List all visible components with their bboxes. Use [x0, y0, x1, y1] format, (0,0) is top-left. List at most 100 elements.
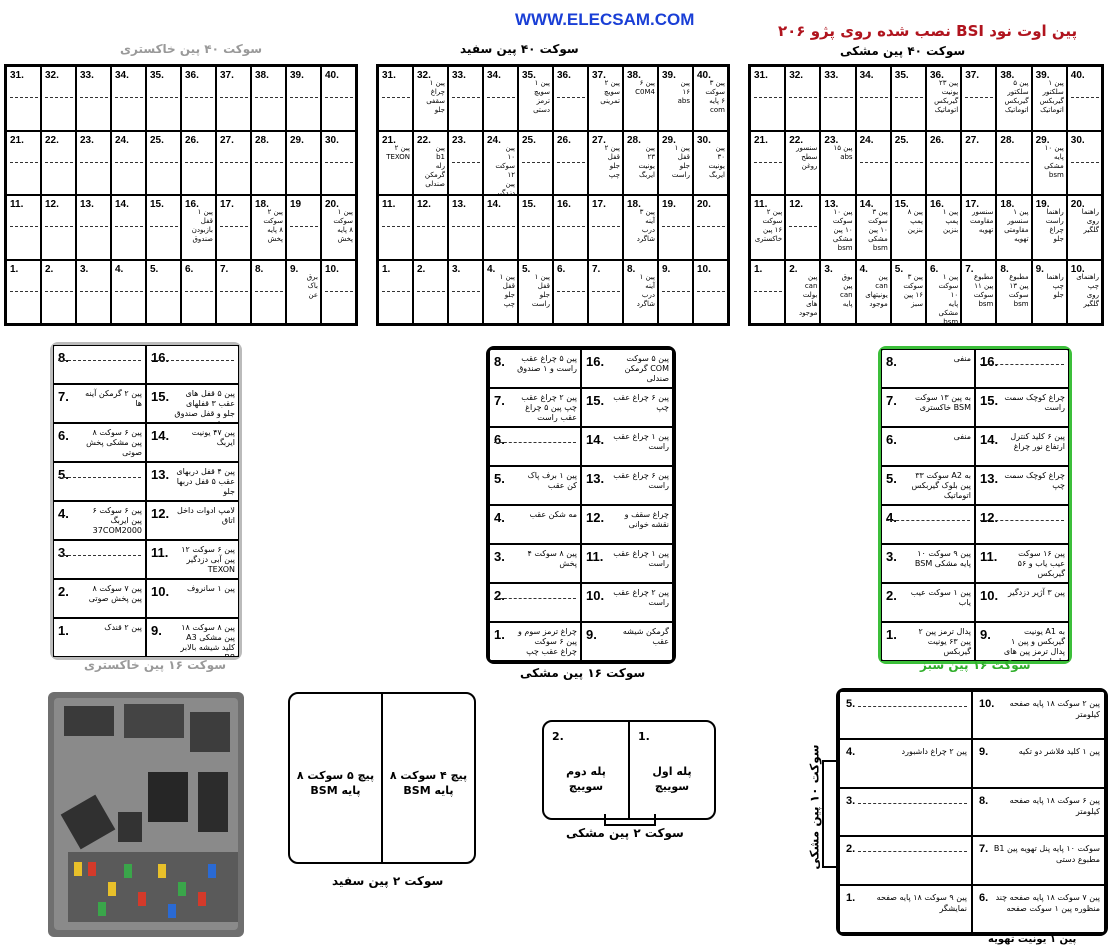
pin-cell: 34. [483, 66, 518, 131]
pin-number: 5. [58, 467, 69, 482]
pin-number: 3. [58, 545, 69, 560]
pin-number: 2. [846, 843, 856, 856]
pin-cell: 21.پین ۲ TEXON [378, 130, 413, 195]
pin-cell: 12. [41, 195, 76, 260]
pin-cell: 31. [6, 66, 41, 131]
pin-cell: 14. [111, 195, 146, 260]
pin-cell: 15. [518, 195, 553, 260]
pin-number: 9. [290, 263, 299, 275]
pin-cell: 14. پین ۱ چراغ عقب راست [581, 427, 673, 466]
pin-blank [220, 226, 248, 227]
pin-desc: پله دوم سوییچ [566, 765, 606, 794]
pin-number: 19 [290, 199, 302, 210]
pin-blank [557, 290, 585, 292]
pin-number: 1. [638, 730, 650, 743]
pin-number: 32. [45, 70, 59, 81]
pin-cell: 33. [76, 66, 111, 131]
pin-cell: 8.پین ۵ چراغ عقب راست و ۱ صندوق [489, 349, 581, 388]
pin-number: 36. [557, 70, 571, 81]
pin-desc: پین ۱ چراغ سقفی جلو [426, 79, 445, 114]
pin-cell: 8. [53, 345, 146, 384]
pin-cell: 33. [820, 66, 856, 131]
pin-cell: 8.مطبوع پین ۱۳ سوکت bsm [996, 259, 1032, 324]
pin-cell: 5.پین ۳ سوکت ۱۶ پین سبز [890, 259, 926, 324]
pin-number: 9. [151, 623, 162, 638]
pin-blank [1000, 161, 1029, 163]
pin-number: 12. [980, 510, 999, 525]
pin-number: 30. [1070, 134, 1085, 146]
pin-number: 26. [557, 134, 571, 146]
pin-number: 28. [255, 134, 269, 146]
pin-cell: 12. [413, 195, 448, 260]
pin-cell: 5.به A2 سوکت ۳۳ پین بلوک گیربکس اتوماتیک [881, 466, 975, 505]
pin-number: 4. [58, 506, 69, 521]
pin-number: 31. [10, 70, 24, 81]
pin-cell: 2.پین ۷ سوکت ۸ پین پخش صوتی [53, 579, 146, 618]
pin-desc: مه شکن عقب [529, 510, 577, 519]
pin-cell: 11.پین ۱ چراغ عقب راست [581, 544, 673, 583]
gray40-label: سوکت ۴۰ پین خاکستری [120, 42, 263, 56]
pin-number: 7. [494, 393, 505, 408]
pin-cell: 16. [553, 195, 588, 260]
pin-number: 5. [494, 471, 505, 486]
pin-blank [45, 290, 73, 292]
pin-number: 5. [150, 263, 159, 275]
pin-blank [255, 290, 283, 292]
pin-number: 28. [627, 134, 641, 146]
pin-desc: پین ۳ سوکت ۶ پایه com [705, 79, 725, 114]
pin-number: 7. [58, 389, 69, 404]
pin-blank [592, 290, 620, 292]
pin-cell: 7.به پین ۱۳ سوکت BSM خاکستری [881, 388, 975, 427]
pin-number: 17. [965, 199, 980, 210]
pin-cell: 25. [518, 130, 553, 195]
pin-desc: پین ۱۵ abs [833, 143, 853, 161]
pin-number: 36. [930, 70, 944, 81]
pin-blank [290, 226, 318, 227]
pin-cell: 6.پین ۶ سوکت ۸ پین مشکی پخش صوتی [53, 423, 146, 462]
pin-desc: منفی [953, 354, 971, 363]
pin-desc: پین ۷ سوکت ۸ پین پخش صوتی [88, 584, 142, 603]
pin-blank [1070, 161, 1099, 163]
pin-cell: 23. [76, 130, 111, 195]
pin-blank [115, 290, 143, 292]
pin-number: 8. [58, 350, 69, 365]
pin-cell: 15.پین ۶ چراغ عقب چپ [581, 388, 673, 427]
pin-number: 9. [662, 263, 671, 275]
pin-cell: 9.به A1 یونیت گیربکس و پین ۱ پدال ترمز پ… [975, 622, 1069, 661]
pin-number: 4. [859, 263, 868, 275]
pin-number: 5. [846, 698, 856, 710]
pin-number: 31. [382, 70, 396, 81]
pin-number: 40. [697, 70, 711, 81]
pin-cell: 1. [6, 259, 41, 324]
pin-desc: پین ۶ سوکت ۶ پین ایربگ 37COM2000 [92, 506, 142, 535]
pin-number: 17. [592, 199, 606, 210]
pin-desc: پین ۱۶ سوکت عیب یاب و ۵۶ گیربکس [1017, 549, 1065, 578]
pin-number: 22. [45, 134, 59, 146]
pin-desc: پین ۱ کلید فلاشر دو تکیه [1018, 747, 1100, 757]
pin-desc: پین ۳ سوکت ۱۶ پین سبز [903, 272, 923, 308]
gray16-label: سوکت ۱۶ پین خاکستری [84, 658, 227, 672]
pin-number: 11. [586, 549, 604, 564]
pin-blank [859, 161, 888, 163]
pin-desc: پین ۱۰ سوکت ۱۰ پین مشکی bsm [832, 208, 853, 252]
pin-desc: پین ۱ چراغ عقب راست [613, 432, 669, 451]
pin-desc: پین ۲ قفل جلو چپ [604, 143, 620, 179]
pin-cell: 3.بوق پین can پایه [820, 259, 856, 324]
pin-number: 14. [586, 432, 605, 447]
pin-cell: 13.پین ۴ قفل دربهای عقب ۵ قفل دربها جلو [146, 462, 239, 501]
pin-cell: 16. [975, 349, 1069, 388]
pin-desc: پین can یونیتهای موجود [865, 272, 888, 308]
pin-blank [290, 97, 318, 98]
pin-cell: 38.پین ۶ C0M4 [623, 66, 658, 131]
pin-number: 34. [859, 70, 874, 81]
pin-number: 23. [452, 134, 466, 146]
pin-cell: 29.پین ۱ قفل جلو راست [658, 130, 693, 195]
pin-blank [115, 97, 143, 98]
pin-cell: 20. [693, 195, 728, 260]
pin-cell: 37.پین ۲ سویچ تمرینی [588, 66, 623, 131]
pin-desc: چراغ کوچک سمت چپ [1004, 471, 1065, 490]
pin-cell: 7. [216, 259, 251, 324]
pin-number: 2. [494, 588, 505, 603]
green16-label: سوکت ۱۶ پین سبز [920, 658, 1031, 672]
pin-number: 18. [255, 199, 269, 210]
